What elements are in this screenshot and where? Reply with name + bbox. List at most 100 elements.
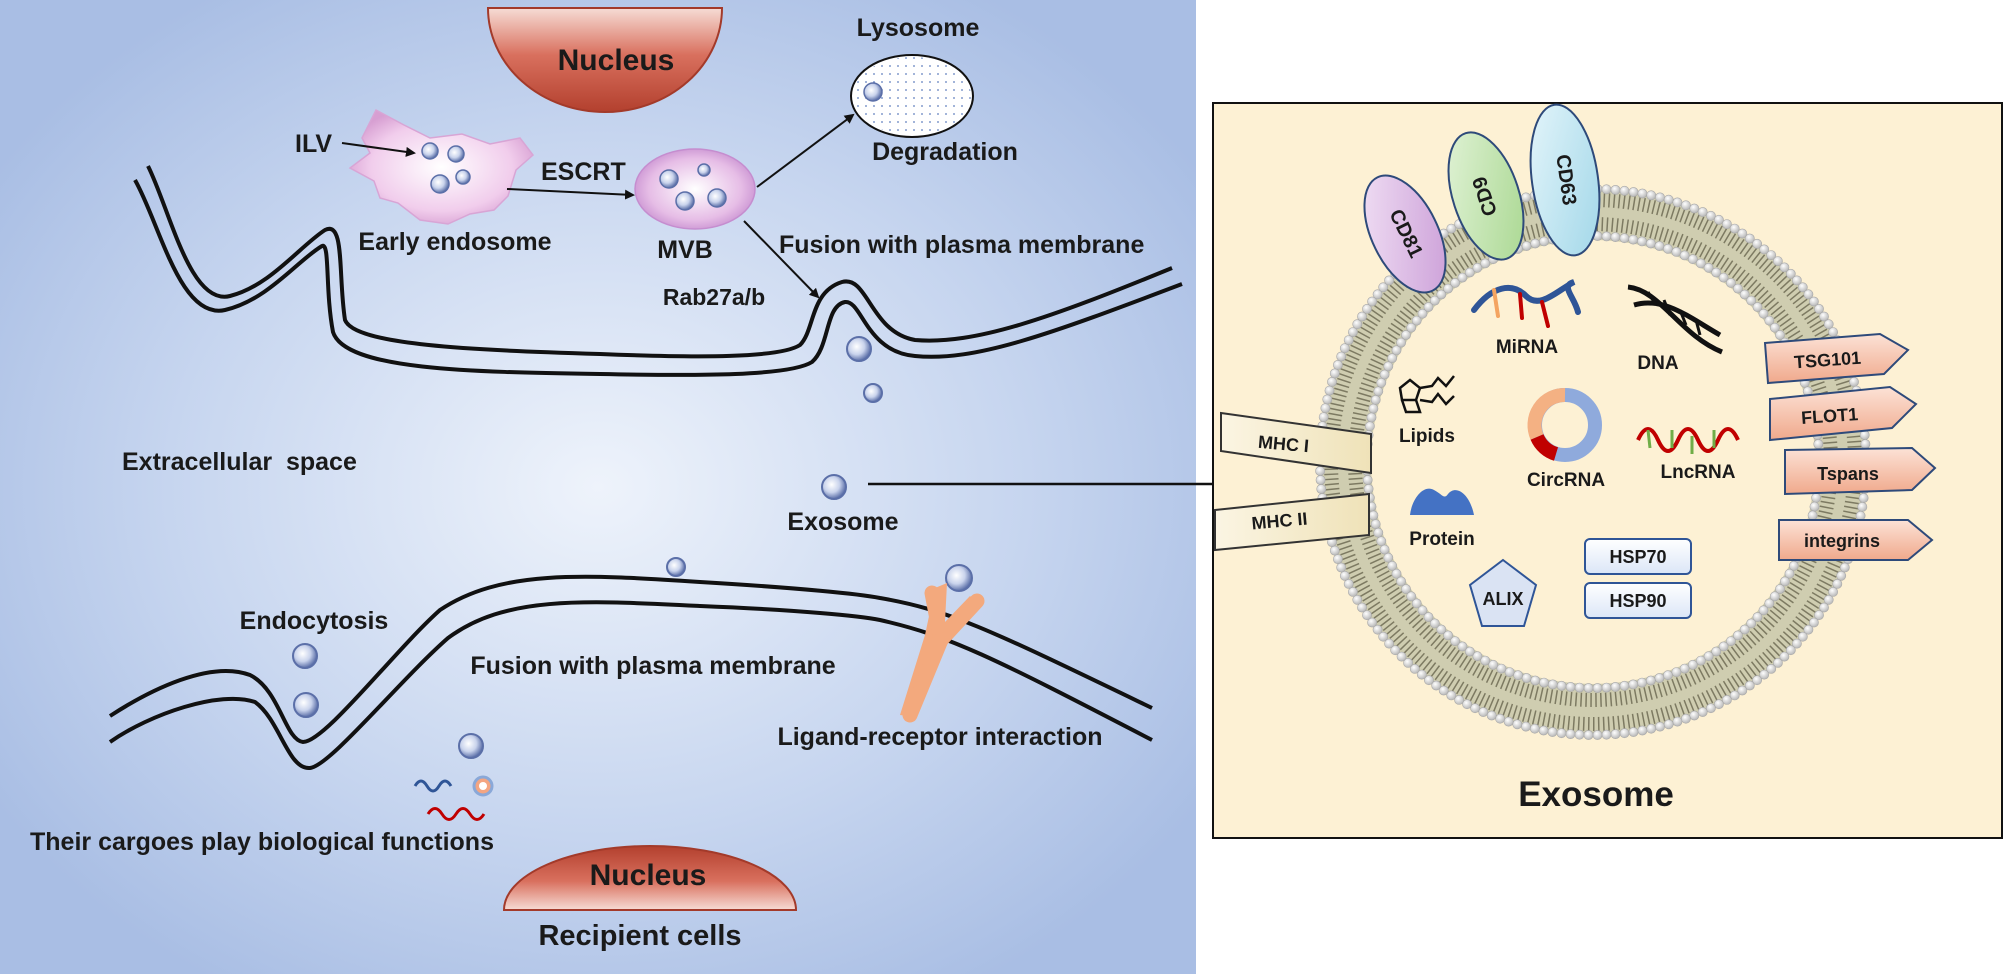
fusion-top-label: Fusion with plasma membrane <box>779 231 1144 259</box>
recipient-cells-label: Recipient cells <box>538 920 741 952</box>
lipid-head-bead <box>1714 699 1724 710</box>
protein-label: Protein <box>1409 529 1474 550</box>
lipid-head-bead <box>1823 594 1834 605</box>
mvb <box>634 148 756 230</box>
lipid-head-bead <box>1362 610 1372 620</box>
lipid-head-bead <box>1858 493 1869 503</box>
endocytosed-vesicle <box>292 643 318 669</box>
lipid-head-bead <box>1336 351 1347 362</box>
cell-background <box>0 0 1196 974</box>
lipid-head-bead <box>1315 475 1326 485</box>
docking-exosome <box>945 564 973 592</box>
lipid-head-bead <box>1478 707 1489 717</box>
lipid-head-bead <box>1367 617 1377 628</box>
nucleus-top-label: Nucleus <box>558 44 675 77</box>
lipid-head-bead <box>1565 682 1576 692</box>
lipid-head-bead <box>1329 545 1340 556</box>
endocytosed-vesicle <box>293 692 319 718</box>
lipid-head-bead <box>1739 624 1750 635</box>
cargo-icons <box>413 775 494 821</box>
lipid-head-bead <box>1530 238 1541 249</box>
docking-exosome <box>666 557 686 577</box>
lipid-head-bead <box>1679 250 1690 261</box>
lipid-head-bead <box>1372 624 1383 635</box>
lipid-head-bead <box>1739 289 1750 300</box>
lipid-head-bead <box>1679 663 1690 674</box>
lipid-head-bead <box>1687 254 1698 265</box>
lipid-head-bead <box>1565 729 1576 739</box>
lipid-head-bead <box>1758 605 1769 616</box>
lipid-head-bead <box>1807 510 1818 521</box>
lipid-head-bead <box>1457 641 1468 652</box>
lipid-head-bead <box>1860 439 1871 449</box>
lipid-head-bead <box>1773 658 1783 668</box>
lipid-head-bead <box>1733 283 1743 294</box>
lipid-head-bead <box>1365 421 1375 432</box>
lipid-head-bead <box>1327 376 1337 387</box>
lipid-head-bead <box>1813 439 1824 449</box>
lipid-head-bead <box>1759 244 1770 255</box>
nucleus-bottom-label: Nucleus <box>590 859 707 892</box>
lipid-head-bead <box>1687 659 1698 670</box>
lipid-head-bead <box>1706 210 1716 221</box>
lipid-head-bead <box>1406 322 1417 333</box>
tsg101-tag: TSG101 <box>1763 332 1910 385</box>
lipid-head-bead <box>1363 483 1374 494</box>
lipid-head-bead <box>1378 282 1389 293</box>
lipid-head-bead <box>1654 673 1665 683</box>
lipid-head-bead <box>1645 238 1656 249</box>
lipid-head-bead <box>1488 659 1499 670</box>
lipid-head-bead <box>1803 624 1814 635</box>
lipid-head-bead <box>1530 675 1541 686</box>
lipid-head-bead <box>1513 670 1523 681</box>
lipid-head-bead <box>1839 562 1850 573</box>
lipid-head-bead <box>1766 250 1777 260</box>
lipid-head-bead <box>1752 238 1762 249</box>
lipid-head-bead <box>1472 262 1483 273</box>
lipid-head-bead <box>1450 277 1460 288</box>
lipid-head-bead <box>1610 232 1621 242</box>
lipids-label: Lipids <box>1399 426 1455 447</box>
lipid-head-bead <box>1521 721 1531 732</box>
lipid-head-bead <box>1343 579 1354 589</box>
lipid-head-bead <box>1370 519 1381 529</box>
lipid-head-bead <box>1726 277 1736 288</box>
lipid-head-bead <box>1689 203 1700 214</box>
lipid-head-bead <box>1436 289 1447 300</box>
hsp90-box: HSP90 <box>1584 582 1692 619</box>
receptor <box>900 583 985 723</box>
lipid-head-bead <box>1744 680 1755 691</box>
lipid-head-bead <box>1610 729 1621 739</box>
lipid-head-bead <box>1464 646 1475 657</box>
tetraspanin-cd63: CD63 <box>1529 103 1601 257</box>
lipid-head-bead <box>1411 598 1422 609</box>
lipid-head-bead <box>1329 368 1340 379</box>
lipid-head-bead <box>1480 655 1491 666</box>
lipid-head-bead <box>1401 330 1411 340</box>
lipid-head-bead <box>1409 664 1420 674</box>
mhc2-label: MHC II <box>1251 509 1309 534</box>
lipid-head-bead <box>1646 723 1657 734</box>
lipid-head-bead <box>1417 605 1428 616</box>
lipid-head-bead <box>1391 345 1402 356</box>
lipid-head-bead <box>1446 223 1457 234</box>
lipid-head-bead <box>1601 231 1612 242</box>
rab-label: Rab27a/b <box>663 284 765 310</box>
lipid-head-bead <box>1583 730 1594 740</box>
tspans-label: Tspans <box>1817 464 1879 484</box>
lipid-head-bead <box>1744 233 1755 244</box>
lipid-head-bead <box>1752 612 1763 622</box>
lipid-head-bead <box>1391 568 1402 579</box>
lipid-head-bead <box>1697 207 1708 217</box>
tspans-tag: Tspans <box>1784 446 1937 496</box>
lipid-head-bead <box>1443 283 1453 294</box>
lipid-head-bead <box>1454 695 1464 705</box>
lipid-head-bead <box>1339 343 1350 354</box>
alix-pentagon: ALIX <box>1468 558 1538 627</box>
lipid-head-bead <box>1521 241 1532 251</box>
lipid-head-bead <box>1655 721 1665 732</box>
ilv-arrow <box>341 142 416 157</box>
lipid-head-bead <box>1333 359 1343 370</box>
lipid-head-bead <box>1396 337 1406 348</box>
